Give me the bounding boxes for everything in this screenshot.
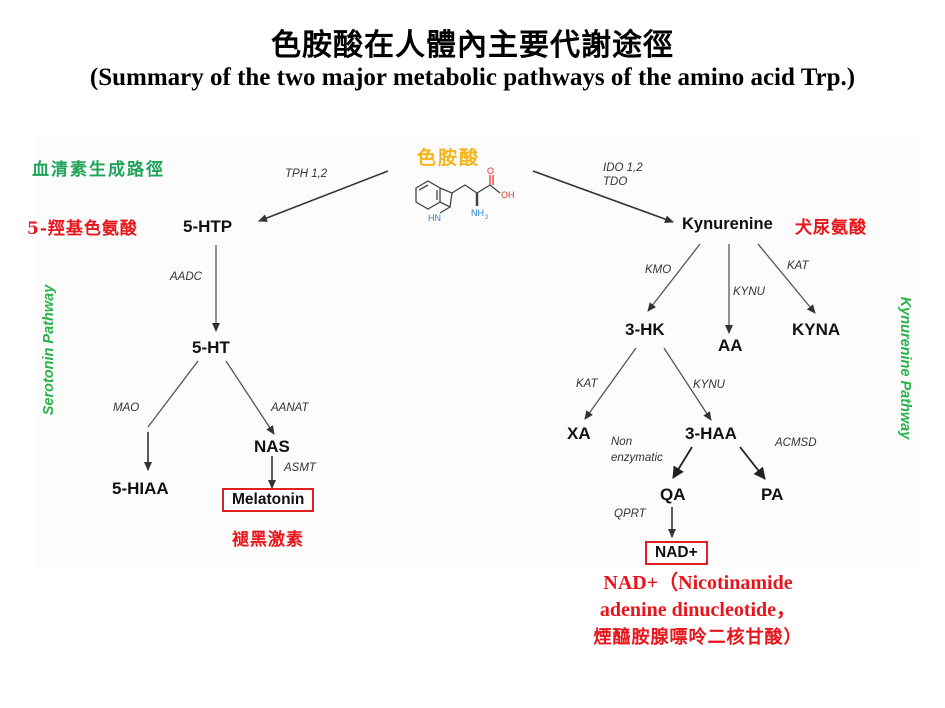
node-pa: PA <box>761 485 784 504</box>
amine-label: NH <box>471 208 484 218</box>
node-3haa: 3-HAA <box>685 424 737 443</box>
node-5hiaa: 5-HIAA <box>112 479 169 498</box>
arrow-5ht-to-nas <box>225 360 275 435</box>
node-aa: AA <box>718 336 743 355</box>
enzyme-acmsd: ACMSD <box>775 437 817 449</box>
arrow-trp-to-5htp <box>258 170 389 222</box>
arrow-3hk-to-3haa <box>663 347 712 421</box>
5htp-label-zh: 5-羥基色氨酸 <box>27 219 138 239</box>
node-3hk: 3-HK <box>625 320 665 339</box>
enzyme-asmt: ASMT <box>284 462 316 474</box>
page-subtitle-en: (Summary of the two major metabolic path… <box>89 64 856 91</box>
enzyme-tph: TPH 1,2 <box>285 168 328 180</box>
enzyme-aanat: AANAT <box>271 402 309 414</box>
nad-description-line3: 煙醯胺腺嘌呤二核甘酸） <box>593 627 803 648</box>
enzyme-aadc: AADC <box>170 271 202 283</box>
kynurenine-label-zh: 犬尿氨酸 <box>795 218 867 238</box>
kynurenine-pathway-label: Kynurenine Pathway <box>897 296 913 440</box>
indole-ring-icon <box>415 175 501 214</box>
nad-description-line2: adenine dinucleotide， <box>599 599 797 621</box>
node-melatonin: Melatonin <box>222 488 315 512</box>
enzyme-kynu-1: KYNU <box>733 286 765 298</box>
arrow-3hk-to-xa <box>584 347 637 420</box>
enzyme-mao: MAO <box>113 402 140 414</box>
arrow-3haa-to-pa <box>739 446 766 480</box>
enzyme-ido: IDO 1,2 <box>603 162 643 174</box>
enzyme-kat-2: KAT <box>576 378 598 390</box>
serotonin-heading-zh: 血清素生成路徑 <box>32 160 165 180</box>
node-xa: XA <box>567 424 591 443</box>
diagram-background <box>36 135 920 567</box>
arrow-3haa-to-qa <box>672 446 693 479</box>
enzyme-kynu-2: KYNU <box>693 379 725 391</box>
arrow-5ht-to-5hiaa-a <box>147 360 199 428</box>
melatonin-label-zh: 褪黑激素 <box>232 530 304 550</box>
enzyme-kat-1: KAT <box>787 260 809 272</box>
enzyme-qprt: QPRT <box>614 508 646 520</box>
hydroxyl-label: OH <box>501 190 515 200</box>
node-nad: NAD+ <box>645 541 708 565</box>
node-5htp: 5-HTP <box>183 217 233 236</box>
node-5ht: 5-HT <box>192 338 230 357</box>
page-title-zh: 色胺酸在人體內主要代謝途徑 <box>271 28 674 63</box>
node-nas: NAS <box>254 437 290 456</box>
node-qa: QA <box>660 485 686 504</box>
enzyme-non-enzymatic-line1: Non <box>611 436 633 448</box>
nad-description: NAD+（Nicotinamide adenine dinucleotide， … <box>548 570 848 651</box>
enzyme-kmo: KMO <box>645 264 672 276</box>
tryptophan-label-zh: 色胺酸 <box>417 147 481 169</box>
indole-nh-label: HN <box>428 213 441 223</box>
node-kyna: KYNA <box>792 320 841 339</box>
node-kynurenine: Kynurenine <box>682 215 773 233</box>
serotonin-pathway-label: Serotonin Pathway <box>41 284 57 416</box>
enzyme-tdo: TDO <box>603 176 628 188</box>
arrow-kyn-to-3hk <box>647 243 701 312</box>
arrow-trp-to-kynurenine <box>532 170 674 224</box>
enzyme-non-enzymatic-line2: enzymatic <box>611 452 663 464</box>
nad-description-line1: NAD+（Nicotinamide <box>603 572 793 594</box>
amine-subscript: 2 <box>485 215 489 221</box>
oxygen-label: O <box>487 166 494 176</box>
arrow-kyn-to-kyna <box>757 243 816 314</box>
